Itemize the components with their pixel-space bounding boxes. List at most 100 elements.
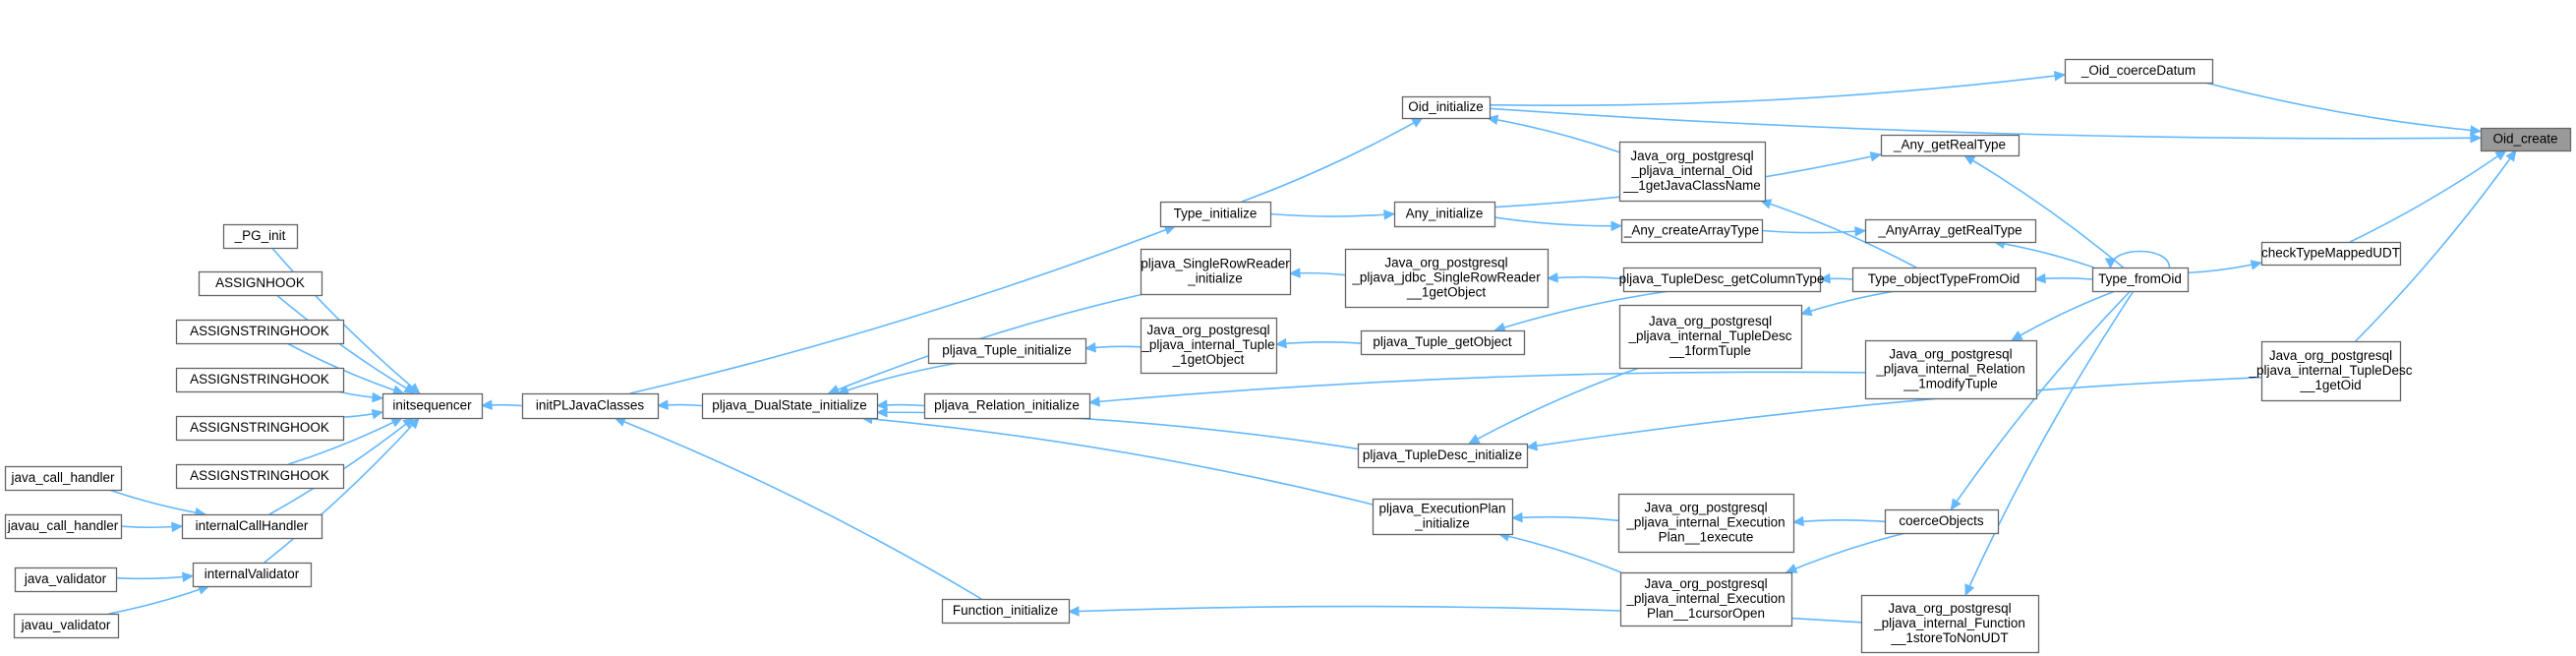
graph-node-jni-srr[interactable]: Java_org_postgresql_pljava_jdbc_SingleRo…	[1344, 248, 1550, 309]
node-label: initPLJavaClasses	[536, 398, 645, 413]
node-label: Plan__1cursorOpen	[1647, 606, 1765, 621]
graph-node-jni-tuple[interactable]: Java_org_postgresql_pljava_internal_Tupl…	[1140, 317, 1278, 375]
node-box	[1851, 267, 2037, 293]
call-edge	[108, 584, 210, 615]
graph-node-type-fromoid[interactable]: Type_fromOid	[2091, 267, 2190, 293]
node-label: ASSIGNSTRINGHOOK	[190, 372, 329, 387]
call-edge	[1489, 107, 2483, 144]
graph-node-init-pljava[interactable]: initPLJavaClasses	[521, 392, 660, 420]
node-box	[701, 392, 879, 420]
node-label: _Any_getRealType	[1893, 138, 2006, 152]
node-box	[521, 392, 660, 420]
call-edge	[108, 489, 207, 518]
graph-node-oid-coerce[interactable]: _Oid_coerceDatum	[2064, 58, 2214, 85]
node-label: ASSIGNSTRINGHOOK	[190, 420, 329, 435]
call-edge	[1493, 216, 1623, 232]
node-label: Java_org_postgresql	[1146, 323, 1269, 337]
call-edge	[2033, 272, 2093, 284]
node-box	[192, 562, 313, 588]
node-label: __1modifyTuple	[1903, 377, 1998, 391]
graph-node-tuple-init[interactable]: pljava_Tuple_initialize	[927, 337, 1087, 365]
node-label: _initialize	[1187, 271, 1243, 286]
graph-node-java-validator[interactable]: java_validator	[14, 567, 118, 593]
graph-node-assignstr4[interactable]: ASSIGNSTRINGHOOK	[175, 463, 345, 490]
call-edge	[1274, 337, 1362, 349]
node-label: _pljava_internal_Relation	[1875, 362, 2025, 377]
call-edge	[1497, 531, 1622, 573]
graph-node-jni-td-form[interactable]: Java_org_postgresql_pljava_internal_Tupl…	[1618, 304, 1803, 370]
graph-node-javau-validator[interactable]: javau_validator	[13, 613, 120, 639]
graph-node-assignstr2[interactable]: ASSIGNSTRINGHOOK	[175, 367, 345, 393]
graph-node-internal-validator[interactable]: internalValidator	[192, 562, 313, 588]
graph-node-any-init[interactable]: Any_initialize	[1393, 201, 1496, 228]
graph-node-initseq[interactable]: initsequencer	[381, 392, 484, 420]
graph-node-internal-call[interactable]: internalCallHandler	[181, 513, 323, 540]
graph-node-jni-ep-exec[interactable]: Java_org_postgresql_pljava_internal_Exec…	[1617, 493, 1795, 554]
node-label: pljava_DualState_initialize	[712, 398, 867, 413]
graph-node-assignhook[interactable]: ASSIGNHOOK	[198, 270, 323, 297]
graph-node-jni-rel[interactable]: Java_org_postgresql_pljava_internal_Rela…	[1864, 339, 2038, 400]
graph-node-dualstate[interactable]: pljava_DualState_initialize	[701, 392, 879, 420]
node-box	[175, 463, 345, 490]
graph-node-td-getcoltype[interactable]: pljava_TupleDesc_getColumnType	[1619, 267, 1825, 293]
node-label: _pljava_internal_Execution	[1625, 515, 1785, 530]
graph-node-tuple-getobj[interactable]: pljava_Tuple_getObject	[1360, 329, 1526, 356]
call-edge	[2011, 290, 2116, 341]
node-label: _AnyArray_getRealType	[1877, 223, 2021, 238]
node-box	[1140, 317, 1278, 375]
graph-node-oid-create[interactable]: Oid_create	[2480, 127, 2572, 152]
call-edge	[2204, 82, 2483, 136]
node-label: pljava_Relation_initialize	[934, 398, 1080, 413]
graph-node-jni-ep-cursor[interactable]: Java_org_postgresql_pljava_internal_Exec…	[1619, 571, 1793, 627]
call-edge	[2104, 250, 2171, 269]
node-label: _Any_createArrayType	[1623, 223, 1759, 238]
node-box	[2480, 127, 2572, 152]
node-box	[222, 223, 299, 250]
node-box	[175, 367, 345, 393]
call-edge	[1525, 376, 2262, 451]
graph-node-function-init[interactable]: Function_initialize	[941, 598, 1071, 625]
graph-node-javau-call[interactable]: javau_call_handler	[4, 513, 123, 540]
node-label: Java_org_postgresql	[1630, 149, 1753, 163]
node-box	[1159, 201, 1272, 228]
graph-node-oid-init[interactable]: Oid_initialize	[1401, 95, 1492, 120]
graph-node-ep-init[interactable]: pljava_ExecutionPlan_initialize	[1372, 498, 1514, 536]
node-box	[181, 513, 323, 540]
graph-node-any-getreal[interactable]: _Any_getRealType	[1880, 134, 2020, 157]
graph-node-pg-init[interactable]: _PG_init	[222, 223, 299, 250]
graph-node-jni-td-getoid[interactable]: Java_org_postgresql_pljava_internal_Tupl…	[2248, 340, 2413, 402]
node-label: Java_org_postgresql	[1889, 347, 2012, 362]
call-edge	[1510, 511, 1619, 523]
graph-node-td-init[interactable]: pljava_TupleDesc_initialize	[1357, 443, 1529, 469]
graph-node-assignstr1[interactable]: ASSIGNSTRINGHOOK	[175, 319, 345, 345]
graph-node-relation-init[interactable]: pljava_Relation_initialize	[923, 392, 1091, 420]
graph-node-sr-reader-init[interactable]: pljava_SingleRowReader_initialize	[1140, 248, 1292, 296]
graph-node-anyarray-getreal[interactable]: _AnyArray_getRealType	[1864, 218, 2037, 244]
graph-node-check-udt[interactable]: checkTypeMappedUDT	[2260, 241, 2402, 267]
node-box	[1880, 134, 2020, 157]
node-label: java_call_handler	[10, 470, 115, 485]
call-edge	[1761, 226, 1867, 237]
node-box	[1884, 508, 2000, 535]
call-edge	[337, 390, 384, 403]
call-edge	[1087, 371, 1866, 407]
graph-node-type-init[interactable]: Type_initialize	[1159, 201, 1272, 228]
graph-node-java-call[interactable]: java_call_handler	[4, 465, 123, 492]
node-box	[1401, 95, 1492, 120]
call-edge	[1962, 154, 2125, 268]
call-edge	[2355, 149, 2517, 342]
graph-node-any-createarray[interactable]: _Any_createArrayType	[1620, 218, 1764, 244]
call-edge	[1818, 272, 1853, 284]
graph-node-jni-oid[interactable]: Java_org_postgresql_pljava_internal_Oid_…	[1618, 141, 1767, 203]
node-box	[1622, 267, 1822, 293]
call-edge	[480, 399, 523, 410]
node-box	[1864, 218, 2037, 244]
graph-node-coerce-objs[interactable]: coerceObjects	[1884, 508, 2000, 535]
node-label: __1storeToNonUDT	[1890, 630, 2008, 645]
call-edge	[2187, 260, 2263, 274]
graph-node-type-objfromoid[interactable]: Type_objectTypeFromOid	[1851, 267, 2037, 293]
node-label: Java_org_postgresql	[1649, 314, 1772, 328]
graph-node-assignstr3[interactable]: ASSIGNSTRINGHOOK	[175, 415, 345, 442]
node-label: Type_fromOid	[2098, 271, 2182, 286]
graph-node-jni-func[interactable]: Java_org_postgresql_pljava_internal_Func…	[1860, 594, 2040, 654]
